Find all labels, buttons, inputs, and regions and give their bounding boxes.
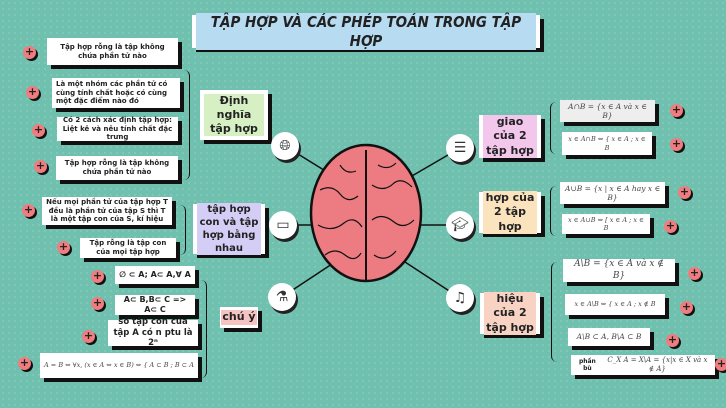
expand-button[interactable]: + <box>688 266 701 280</box>
definition-item: Là một nhóm các phần tử có cùng tính chấ… <box>52 78 180 108</box>
monitor-icon: ▭ <box>269 211 297 239</box>
expand-button[interactable]: + <box>670 103 683 117</box>
expand-button[interactable]: + <box>26 85 39 99</box>
branch-label: hiệu của 2 tập hợp <box>484 292 536 335</box>
union-formula: A∪B = {x | x ∈ A hay x ∈ B} <box>560 182 665 204</box>
note-item: số tập con của tập A có n ptu là 2ⁿ <box>108 317 198 348</box>
brace <box>550 102 556 154</box>
difference-formula: A\B = {x ∈ A và x ∉ B} <box>563 259 675 282</box>
brain-illustration <box>309 143 423 283</box>
branch-notes[interactable]: chú ý <box>220 307 258 328</box>
difference-formula: x ∈ A\B ⇔ { x ∈ A ; x ∉ B <box>565 294 665 315</box>
complement-formula: phần bù C_X A = X\A = {x|x ∈ X và x ∉ A} <box>571 355 715 375</box>
brace <box>180 205 186 255</box>
subset-item: Tập rỗng là tập con của mọi tập hợp <box>80 238 176 258</box>
definition-item: Tập hợp rỗng là tập không chứa phần tử n… <box>47 38 178 65</box>
brace <box>551 262 557 362</box>
difference-formula: A\B ⊂ A, B\A ⊂ B <box>568 328 650 346</box>
brace <box>184 70 190 180</box>
music-icon: ♫ <box>446 284 474 312</box>
definition-item: Tập hợp rỗng là tập không chứa phần tử n… <box>56 156 178 180</box>
branch-label: giao của 2 tập hợp <box>483 115 537 158</box>
expand-button[interactable]: + <box>18 356 31 370</box>
complement-math: C_X A = X\A = {x|x ∈ X và x ∉ A} <box>607 356 708 373</box>
definition-item: Có 2 cách xác định tập hợp: Liệt kê và n… <box>57 116 178 141</box>
note-item: A⊂ B,B⊂ C => A⊂ C <box>115 295 195 315</box>
brace <box>201 280 207 378</box>
note-formula: A = B ⇔ ∀x, (x ∈ A ⇔ x ∈ B) ⇔ { A ⊂ B ; … <box>40 353 198 378</box>
expand-button[interactable]: + <box>715 357 726 371</box>
expand-button[interactable]: + <box>670 137 683 151</box>
branch-difference[interactable]: hiệu của 2 tập hợp <box>480 292 540 335</box>
expand-button[interactable]: + <box>91 269 104 283</box>
expand-button[interactable]: + <box>82 329 95 343</box>
branch-label: chú ý <box>221 310 257 325</box>
chat-icon: ☰ <box>446 134 474 162</box>
branch-label: hợp của 2 tập hợp <box>483 191 537 234</box>
note-item: ∅ ⊂ A; A⊂ A,∀ A <box>115 266 195 284</box>
graduation-cap-icon: 🎓︎ <box>446 211 474 239</box>
branch-subset[interactable]: tập hợp con và tập hợp bằng nhau <box>193 203 265 255</box>
branch-union[interactable]: hợp của 2 tập hợp <box>479 191 541 234</box>
expand-button[interactable]: + <box>666 333 679 347</box>
intersection-formula: x ∈ A∩B ⇔ { x ∈ A ; x ∈ B <box>562 132 652 155</box>
expand-button[interactable]: + <box>680 300 693 314</box>
expand-button[interactable]: + <box>23 45 36 59</box>
branch-label: tập hợp con và tập hợp bằng nhau <box>197 203 261 255</box>
subset-item: Nếu mọi phần tử của tập hợp T đều là phầ… <box>42 197 172 225</box>
branch-definition[interactable]: Định nghĩa tập hợp <box>200 90 268 140</box>
branch-label: Định nghĩa tập hợp <box>204 93 264 137</box>
expand-button[interactable]: + <box>34 159 47 173</box>
expand-button[interactable]: + <box>664 219 677 233</box>
page-title: TẬP HỢP VÀ CÁC PHÉP TOÁN TRONG TẬP HỢP <box>192 12 540 51</box>
title-text: TẬP HỢP VÀ CÁC PHÉP TOÁN TRONG TẬP HỢP <box>196 12 536 51</box>
expand-button[interactable]: + <box>22 203 35 217</box>
globe-icon: 🌐︎ <box>271 132 299 160</box>
branch-intersection[interactable]: giao của 2 tập hợp <box>479 115 541 158</box>
expand-button[interactable]: + <box>91 296 104 310</box>
expand-button[interactable]: + <box>57 240 70 254</box>
union-formula: x ∈ A∪B ⇔ [ x ∈ A ; x ∈ B <box>562 214 650 234</box>
intersection-formula: A∩B = {x ∈ A và x ∈ B} <box>560 100 655 122</box>
expand-button[interactable]: + <box>32 123 45 137</box>
flask-icon: ⚗︎ <box>268 283 296 311</box>
brace <box>550 186 556 236</box>
expand-button[interactable]: + <box>678 185 691 199</box>
complement-label: phần bù <box>578 357 596 373</box>
